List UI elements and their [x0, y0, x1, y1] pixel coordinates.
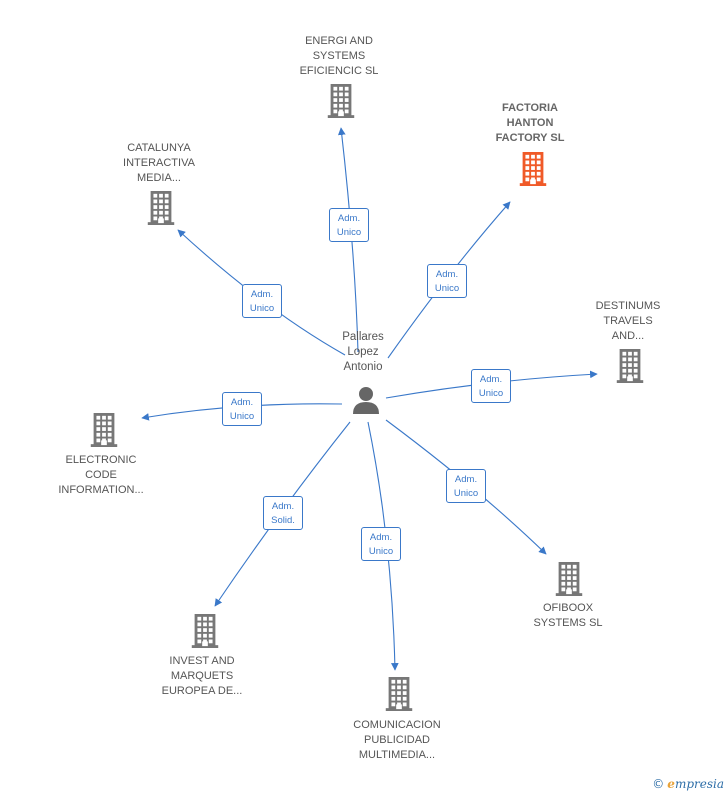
edge-label-invest[interactable]: Adm. Solid. — [263, 496, 303, 530]
edge-label-energi[interactable]: Adm. Unico — [329, 208, 369, 242]
company-name-line: FACTORIA — [501, 101, 559, 114]
company-name-line: ELECTRONIC — [65, 453, 137, 466]
edge-label-ofiboox[interactable]: Adm. Unico — [446, 469, 486, 503]
edge-label-line: Unico — [368, 546, 394, 557]
company-name-line: COMUNICACION — [353, 718, 441, 731]
company-name-line: OFIBOOX — [542, 602, 594, 614]
brand-name: mpresia — [674, 777, 724, 791]
edge-label-catalunya[interactable]: Adm. Unico — [242, 284, 282, 318]
person-name-line: Pallares — [342, 331, 384, 343]
company-name-electronic[interactable]: ELECTRONIC CODE INFORMATION... — [31, 453, 171, 498]
edge-label-line: Unico — [434, 283, 460, 294]
edge-label-line: Adm. — [454, 474, 478, 485]
brand-footer[interactable]: ©empresia — [652, 777, 724, 791]
edge-label-line: Unico — [478, 388, 504, 399]
building-icon[interactable] — [324, 84, 358, 123]
brand-initial: e — [667, 777, 675, 791]
person-name-line: Antonio — [343, 361, 383, 373]
company-name-comunicacion[interactable]: COMUNICACION PUBLICIDAD MULTIMEDIA... — [327, 718, 467, 763]
company-name-line: EUROPEA DE... — [161, 684, 243, 697]
edge-label-line: Adm. — [435, 269, 459, 280]
building-icon[interactable] — [613, 349, 647, 388]
edge-label-comunicacion[interactable]: Adm. Unico — [361, 527, 401, 561]
company-name-line: TRAVELS — [603, 314, 653, 327]
building-icon[interactable] — [382, 677, 416, 716]
company-name-line: INVEST AND — [169, 654, 235, 667]
company-name-destinums[interactable]: DESTINUMS TRAVELS AND... — [558, 299, 698, 344]
company-name-line: DESTINUMS — [595, 299, 661, 312]
copyright-symbol: © — [652, 777, 665, 791]
company-name-line: SYSTEMS SL — [533, 617, 603, 629]
edge-energi — [337, 127, 359, 353]
company-name-line: EFICIENCIC SL — [299, 64, 379, 77]
building-icon[interactable] — [188, 614, 222, 653]
company-name-line: SYSTEMS — [312, 49, 366, 62]
company-name-line: INFORMATION... — [58, 483, 144, 496]
company-name-line: PUBLICIDAD — [363, 733, 431, 746]
building-icon[interactable] — [552, 562, 586, 601]
building-icon[interactable] — [144, 191, 178, 230]
company-name-line: MARQUETS — [170, 669, 234, 682]
person-name-line: Lopez — [347, 346, 379, 358]
edge-label-line: Adm. — [479, 374, 503, 385]
edge-label-destinums[interactable]: Adm. Unico — [471, 369, 511, 403]
edge-label-line: Adm. — [337, 213, 361, 224]
edge-label-line: Adm. — [369, 532, 393, 543]
company-name-line: AND... — [611, 329, 645, 342]
edge-label-line: Unico — [229, 411, 255, 422]
company-name-line: MULTIMEDIA... — [358, 748, 436, 761]
edge-label-factoria[interactable]: Adm. Unico — [427, 264, 467, 298]
edge-label-line: Adm. — [271, 501, 295, 512]
edge-label-line: Unico — [336, 227, 362, 238]
company-name-line: HANTON — [506, 116, 554, 129]
company-name-line: FACTORY SL — [495, 131, 565, 144]
company-name-factoria[interactable]: FACTORIA HANTON FACTORY SL — [460, 101, 600, 146]
company-name-invest[interactable]: INVEST AND MARQUETS EUROPEA DE... — [132, 654, 272, 699]
edge-label-line: Solid. — [271, 515, 295, 526]
building-icon[interactable] — [516, 152, 550, 191]
company-name-line: INTERACTIVA — [123, 156, 195, 169]
company-name-ofiboox[interactable]: OFIBOOX SYSTEMS SL — [498, 601, 638, 631]
building-icon[interactable] — [87, 413, 121, 452]
company-name-line: CODE — [85, 468, 117, 481]
edge-label-line: Adm. — [230, 397, 254, 408]
person-icon[interactable] — [351, 385, 381, 420]
company-name-line: MEDIA... — [136, 171, 181, 184]
edge-label-line: Unico — [453, 488, 479, 499]
company-name-line: CATALUNYA — [127, 141, 191, 154]
edge-label-electronic[interactable]: Adm. Unico — [222, 392, 262, 426]
company-name-catalunya[interactable]: CATALUNYA INTERACTIVA MEDIA... — [89, 141, 229, 186]
edge-label-line: Adm. — [250, 289, 274, 300]
edge-label-line: Unico — [249, 303, 275, 314]
company-name-energi[interactable]: ENERGI AND SYSTEMS EFICIENCIC SL — [269, 34, 409, 79]
company-name-line: ENERGI AND — [305, 34, 373, 47]
